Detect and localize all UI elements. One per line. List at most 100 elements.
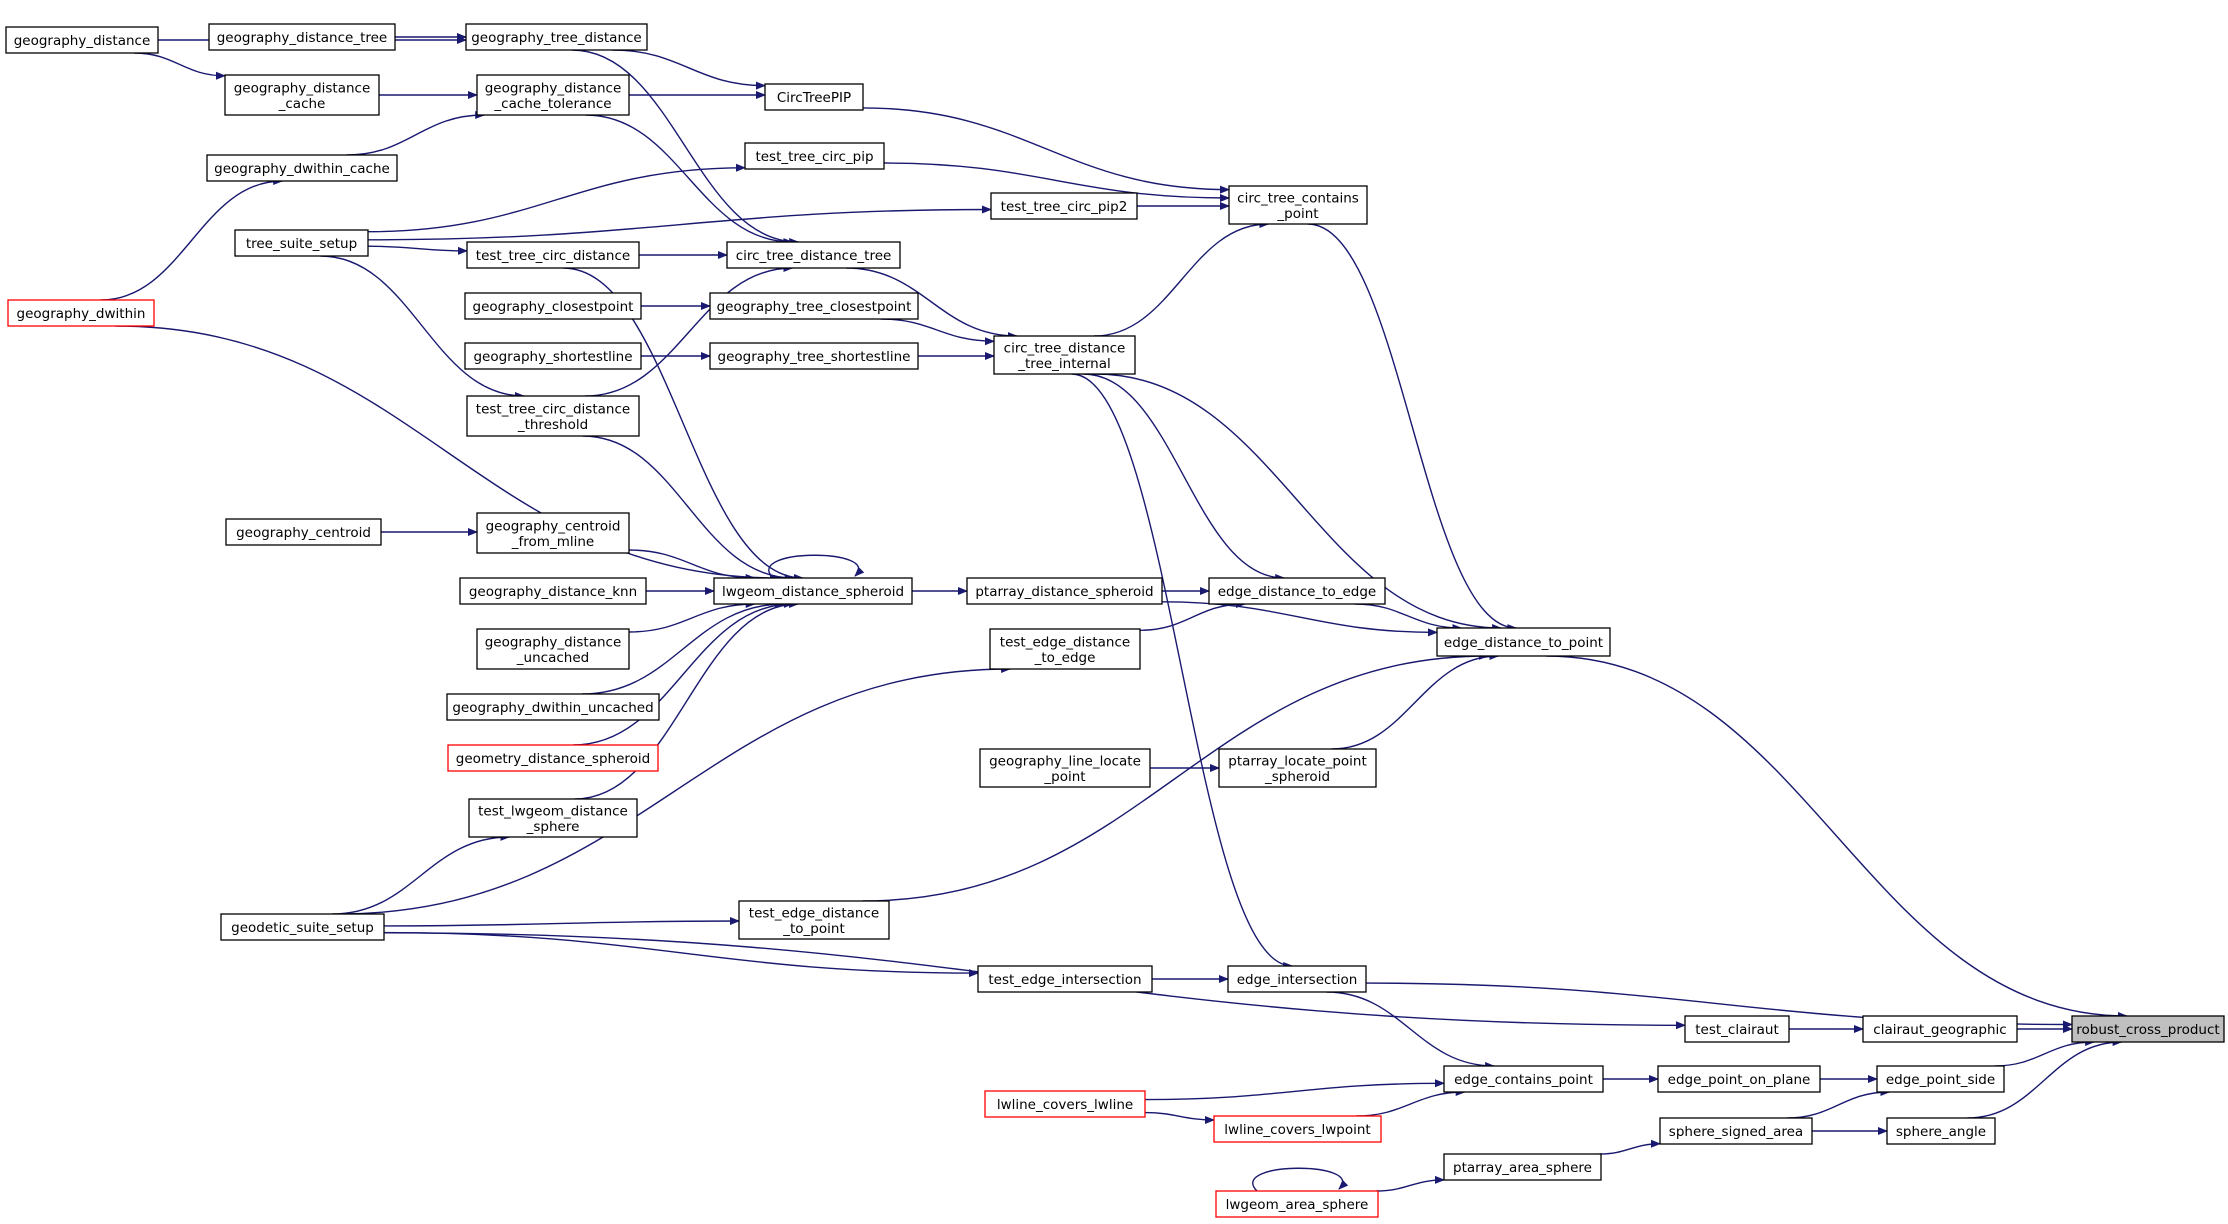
node-box[interactable] — [208, 23, 396, 51]
node-box[interactable] — [1208, 577, 1386, 605]
node-geography-closestpoint[interactable]: geography_closestpoint — [464, 292, 642, 320]
node-geography-dwithin[interactable]: geography_dwithin — [7, 299, 155, 327]
node-geography-distance-uncached[interactable]: geography_distance_uncached — [476, 628, 630, 670]
node-box[interactable] — [744, 142, 885, 170]
node-box[interactable] — [464, 292, 642, 320]
node-geography-distance-tree[interactable]: geography_distance_tree — [208, 23, 396, 51]
node-box[interactable] — [5, 26, 159, 54]
node-box[interactable] — [2071, 1015, 2225, 1043]
node-test-tree-circ-pip[interactable]: test_tree_circ_pip — [744, 142, 885, 170]
node-geodetic-suite-setup[interactable]: geodetic_suite_setup — [220, 913, 385, 941]
node-geography-tree-distance[interactable]: geography_tree_distance — [465, 23, 648, 51]
node-box[interactable] — [1213, 1115, 1382, 1143]
node-clairaut-geographic[interactable]: clairaut_geographic — [1862, 1015, 2018, 1043]
node-lwline-covers-lwpoint[interactable]: lwline_covers_lwpoint — [1213, 1115, 1382, 1143]
node-geography-distance-cache[interactable]: geography_distance_cache — [224, 74, 380, 116]
node-test-clairaut[interactable]: test_clairaut — [1684, 1015, 1790, 1043]
node-lwline-covers-lwline[interactable]: lwline_covers_lwline — [984, 1090, 1146, 1118]
node-box[interactable] — [234, 229, 369, 257]
node-CircTreePIP[interactable]: CircTreePIP — [764, 83, 864, 111]
node-box[interactable] — [1862, 1015, 2018, 1043]
node-box[interactable] — [220, 913, 385, 941]
node-box[interactable] — [464, 342, 642, 370]
node-geometry-distance-spheroid[interactable]: geometry_distance_spheroid — [447, 744, 659, 772]
node-test-tree-circ-pip2[interactable]: test_tree_circ_pip2 — [990, 192, 1138, 220]
node-test-edge-intersection[interactable]: test_edge_intersection — [977, 965, 1153, 993]
node-test-edge-distance-to-edge[interactable]: test_edge_distance_to_edge — [989, 628, 1141, 670]
node-box[interactable] — [1659, 1117, 1813, 1145]
node-box[interactable] — [1215, 1190, 1379, 1218]
node-geography-centroid[interactable]: geography_centroid — [225, 518, 382, 546]
node-geography-shortestline[interactable]: geography_shortestline — [464, 342, 642, 370]
node-test-tree-circ-distance[interactable]: test_tree_circ_distance — [466, 241, 640, 269]
node-edge-intersection[interactable]: edge_intersection — [1227, 965, 1367, 993]
node-box[interactable] — [468, 798, 638, 838]
node-circ-tree-contains-point[interactable]: circ_tree_contains_point — [1228, 185, 1368, 225]
node-box[interactable] — [1886, 1117, 1996, 1145]
node-geography-distance-cache-tolerance[interactable]: geography_distance_cache_tolerance — [476, 74, 630, 116]
node-box[interactable] — [764, 83, 864, 111]
node-box[interactable] — [989, 628, 1141, 670]
node-tree-suite-setup[interactable]: tree_suite_setup — [234, 229, 369, 257]
node-geography-tree-shortestline[interactable]: geography_tree_shortestline — [709, 342, 919, 370]
node-test-tree-circ-distance-threshold[interactable]: test_tree_circ_distance_threshold — [466, 395, 640, 437]
node-box[interactable] — [447, 744, 659, 772]
node-box[interactable] — [1436, 627, 1611, 657]
node-box[interactable] — [993, 335, 1136, 375]
node-box[interactable] — [977, 965, 1153, 993]
node-box[interactable] — [466, 241, 640, 269]
node-ptarray-distance-spheroid[interactable]: ptarray_distance_spheroid — [966, 577, 1163, 605]
node-box[interactable] — [476, 74, 630, 116]
node-box[interactable] — [476, 512, 630, 554]
node-box[interactable] — [1227, 965, 1367, 993]
node-geography-line-locate-point[interactable]: geography_line_locate_point — [979, 748, 1151, 788]
node-circ-tree-distance-tree[interactable]: circ_tree_distance_tree — [726, 241, 901, 269]
node-geography-distance[interactable]: geography_distance — [5, 26, 159, 54]
node-box[interactable] — [1876, 1065, 2005, 1093]
node-box[interactable] — [1657, 1065, 1821, 1093]
node-box[interactable] — [713, 577, 913, 605]
node-box[interactable] — [990, 192, 1138, 220]
node-box[interactable] — [466, 395, 640, 437]
node-box[interactable] — [726, 241, 901, 269]
node-ptarray-locate-point-spheroid[interactable]: ptarray_locate_point_spheroid — [1218, 748, 1377, 788]
node-box[interactable] — [465, 23, 648, 51]
node-geography-dwithin-cache[interactable]: geography_dwithin_cache — [206, 154, 398, 182]
node-geography-dwithin-uncached[interactable]: geography_dwithin_uncached — [446, 693, 660, 721]
node-box[interactable] — [446, 693, 660, 721]
node-edge-contains-point[interactable]: edge_contains_point — [1443, 1065, 1604, 1093]
node-edge-point-on-plane[interactable]: edge_point_on_plane — [1657, 1065, 1821, 1093]
node-edge-point-side[interactable]: edge_point_side — [1876, 1065, 2005, 1093]
node-box[interactable] — [1443, 1065, 1604, 1093]
node-circ-tree-distance-tree-internal[interactable]: circ_tree_distance_tree_internal — [993, 335, 1136, 375]
node-test-lwgeom-distance-sphere[interactable]: test_lwgeom_distance_sphere — [468, 798, 638, 838]
node-box[interactable] — [709, 292, 919, 320]
node-box[interactable] — [1228, 185, 1368, 225]
node-box[interactable] — [984, 1090, 1146, 1118]
node-box[interactable] — [966, 577, 1163, 605]
node-ptarray-area-sphere[interactable]: ptarray_area_sphere — [1443, 1153, 1602, 1181]
node-test-edge-distance-to-point[interactable]: test_edge_distance_to_point — [738, 900, 890, 940]
node-box[interactable] — [1218, 748, 1377, 788]
node-robust-cross-product[interactable]: robust_cross_product — [2071, 1015, 2225, 1043]
node-geography-tree-closestpoint[interactable]: geography_tree_closestpoint — [709, 292, 919, 320]
node-box[interactable] — [206, 154, 398, 182]
node-box[interactable] — [709, 342, 919, 370]
node-box[interactable] — [7, 299, 155, 327]
node-box[interactable] — [224, 74, 380, 116]
node-edge-distance-to-point[interactable]: edge_distance_to_point — [1436, 627, 1611, 657]
node-box[interactable] — [225, 518, 382, 546]
node-box[interactable] — [476, 628, 630, 670]
node-edge-distance-to-edge[interactable]: edge_distance_to_edge — [1208, 577, 1386, 605]
node-geography-distance-knn[interactable]: geography_distance_knn — [459, 577, 647, 605]
node-box[interactable] — [1684, 1015, 1790, 1043]
node-sphere-angle[interactable]: sphere_angle — [1886, 1117, 1996, 1145]
node-lwgeom-area-sphere[interactable]: lwgeom_area_sphere — [1215, 1190, 1379, 1218]
node-lwgeom-distance-spheroid[interactable]: lwgeom_distance_spheroid — [713, 577, 913, 605]
node-box[interactable] — [1443, 1153, 1602, 1181]
node-sphere-signed-area[interactable]: sphere_signed_area — [1659, 1117, 1813, 1145]
node-box[interactable] — [738, 900, 890, 940]
node-box[interactable] — [459, 577, 647, 605]
node-geography-centroid-from-mline[interactable]: geography_centroid_from_mline — [476, 512, 630, 554]
node-box[interactable] — [979, 748, 1151, 788]
